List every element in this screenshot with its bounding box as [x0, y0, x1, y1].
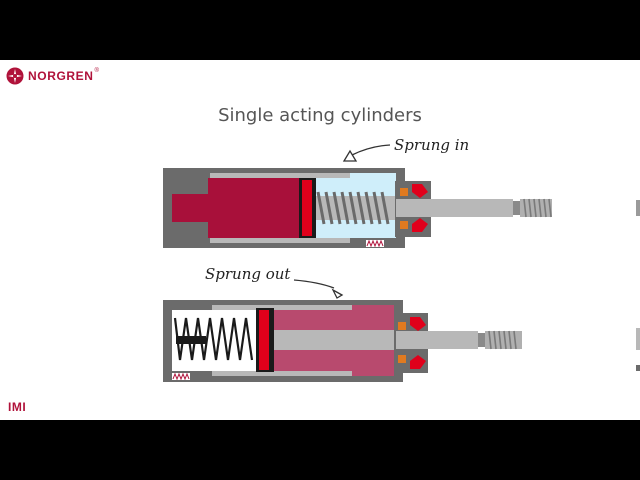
cylinder-sprung-out — [163, 300, 522, 382]
cropped-element — [636, 328, 640, 350]
vent-filter — [366, 239, 384, 248]
label-sprung-out: Sprung out — [205, 265, 291, 283]
imi-logo: IMI — [8, 400, 27, 414]
vent-filter — [172, 372, 190, 381]
piston-seal — [302, 180, 312, 236]
norgren-logo: NORGREN ® — [6, 66, 99, 86]
registered-mark: ® — [94, 68, 99, 74]
brand-name: NORGREN — [28, 69, 94, 83]
norgren-mark-icon — [6, 67, 24, 85]
sprung-out-arrow — [293, 279, 344, 299]
cropped-element — [636, 365, 640, 371]
spring-extended — [173, 317, 254, 361]
cylinder-diagrams — [163, 144, 640, 382]
rod-seal-top — [410, 317, 426, 331]
rod-seal-bottom — [410, 355, 426, 369]
cropped-element — [636, 200, 640, 216]
piston-rod — [396, 199, 513, 217]
pressurised-chamber — [172, 178, 300, 238]
label-sprung-in: Sprung in — [394, 136, 470, 154]
rod-seal-top — [412, 184, 428, 198]
cylinder-sprung-in — [163, 168, 552, 248]
rod-seal-bottom — [412, 218, 428, 232]
spring-compressed — [316, 191, 390, 225]
sprung-in-arrow — [342, 144, 391, 162]
piston-rod — [396, 331, 478, 349]
slide: NORGREN ® Single acting cylinders — [0, 60, 640, 420]
diagram-title: Single acting cylinders — [218, 105, 422, 126]
piston-seal — [259, 310, 269, 370]
